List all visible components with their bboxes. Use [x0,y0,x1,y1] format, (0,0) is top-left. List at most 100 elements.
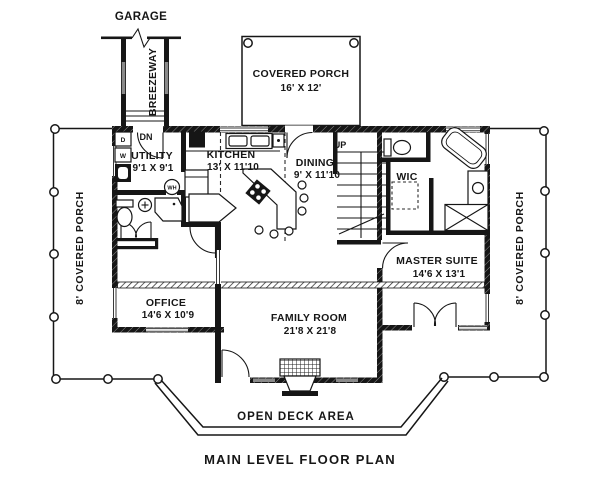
wall-hall-south [337,240,381,245]
refrigerator [184,169,209,198]
room-labels: DN UTILITY 9'1 X 9'1 KITCHEN 13' X 11'10… [131,132,478,337]
door-swing [189,226,216,254]
interior-beam-band [117,281,485,289]
family-room-dims: 21'8 X 21'8 [284,326,337,337]
covered-porch-dims: 16' X 12' [280,83,321,94]
corner-counter [188,193,237,223]
hearth [279,358,321,377]
porch-post [489,372,499,382]
fireplace [279,358,321,396]
wall-closet-cap [155,238,159,249]
wall-closet [117,238,158,242]
porch-post [540,248,550,258]
washer [114,147,132,163]
porch-post [243,38,253,48]
office-dims: 14'6 X 10'9 [142,310,195,321]
wall-wic-west [386,162,391,231]
pantry-block [189,131,205,148]
porch-post [51,374,61,384]
porch-post [50,124,60,134]
garage-breezeway: GARAGE BREEZEWAY [101,11,181,127]
window-opening [215,250,221,284]
kitchen-fixtures [184,131,309,242]
burner [255,184,260,189]
utility-fixtures: D W WH [114,131,181,196]
utility-dims: 9'1 X 9'1 [132,163,173,174]
bar-stool [269,229,279,239]
porch-post [49,187,59,197]
tub-outer [441,127,487,169]
office-window [146,327,188,332]
garage-label: GARAGE [115,11,167,23]
front-door-swing [221,349,250,378]
wall-stair-west [333,132,338,174]
porch-post [103,374,113,384]
porch-post [49,312,59,322]
window-opening [220,126,268,132]
covered-porch-label: COVERED PORCH [253,68,350,80]
window-opening [446,126,480,132]
dining-label: DINING [296,157,335,169]
porch-post [540,186,550,196]
toilet-bowl [116,206,133,228]
deck-rail-outer [154,380,449,436]
window-glass-block [253,378,275,382]
wall-utility-bath [112,190,182,195]
toilet-bowl [392,139,412,156]
window-opening [112,288,118,318]
wall-wic-east [429,178,434,235]
kitchen-label: KITCHEN [207,149,256,161]
cooktop-surface [245,179,271,205]
wall-wc-east [426,132,431,162]
window-opening [484,294,490,322]
family-bottom-openings [219,377,358,384]
master-bath-fixtures [383,127,489,232]
stairs-up: UP [334,140,386,238]
closet-door-swing [134,221,152,238]
dishwasher-knob [277,139,280,142]
bar-stool [284,226,294,236]
window-opening [484,134,490,164]
toilet-tank [115,199,134,208]
porch-post [153,374,163,384]
bar-stool [299,193,309,203]
french-door-swing [433,302,457,327]
sink-basin [228,135,248,147]
tub-inner [445,131,483,165]
wall-left [112,126,118,332]
porch-post [49,249,59,259]
family-room-label: FAMILY ROOM [271,312,347,324]
firebox [283,375,317,392]
wall-bath-south [386,230,490,235]
toilet-tank [383,138,392,157]
vanity-sink [471,181,485,195]
wic-label: WIC [396,171,417,183]
porch-left-label: 8' COVERED PORCH [74,191,86,305]
wall-bath-hall [181,222,218,227]
laundry-sink-basin [118,167,128,179]
door-swing [286,131,313,159]
shower-x [444,204,489,231]
cooktop [245,179,271,205]
sink-basin [250,135,270,147]
door-swing [136,132,164,159]
bar-stool [297,180,307,190]
master-suite-label: MASTER SUITE [396,255,478,267]
door-opening [412,324,458,331]
kitchen-dims: 13' X 11'10 [207,162,259,173]
porch-right: 8' COVERED PORCH [439,126,550,382]
porch-post [539,126,549,136]
window-glass-block [336,378,358,382]
porch-post [540,310,550,320]
plan-title: MAIN LEVEL FLOOR PLAN [204,452,396,467]
shower-drain [172,202,176,206]
bar-stool [254,225,264,235]
bar-stool [297,206,307,216]
bathtub [441,127,487,169]
fireplace-base [282,391,318,396]
master-door-swing [381,242,409,269]
burner [261,189,266,194]
breezeway-window-left [121,62,126,94]
